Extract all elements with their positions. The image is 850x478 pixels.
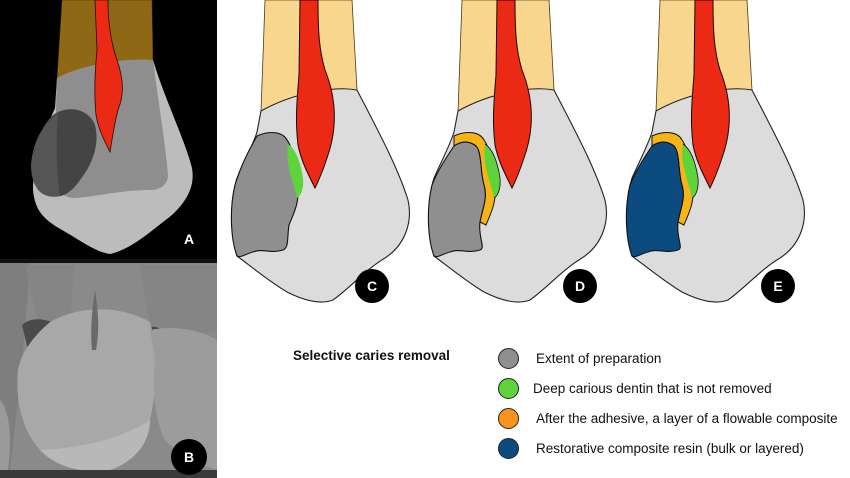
legend-label: Extent of preparation xyxy=(536,350,662,366)
legend-item-restorative-resin: Restorative composite resin (bulk or lay… xyxy=(498,436,804,460)
blue-circle-icon xyxy=(498,437,519,459)
panel-label-e-circle xyxy=(761,269,795,303)
panel-c: C xyxy=(230,0,410,303)
panel-label-c: C xyxy=(367,278,377,294)
panel-label-b: B xyxy=(184,449,194,465)
panel-a: A xyxy=(0,0,217,259)
green-circle-icon xyxy=(498,377,519,399)
panel-e: E xyxy=(625,0,805,303)
panel-b: B xyxy=(0,259,217,478)
legend-label: Deep carious dentin that is not removed xyxy=(533,380,772,396)
legend-item-preparation: Extent of preparation xyxy=(498,346,661,370)
panel-d: D xyxy=(427,0,607,303)
gray-circle-icon xyxy=(498,347,519,369)
legend-item-flowable-composite: After the adhesive, a layer of a flowabl… xyxy=(498,406,838,430)
legend-item-carious-dentin: Deep carious dentin that is not removed xyxy=(498,376,772,400)
panel-label-b-circle xyxy=(171,439,207,475)
legend-title: Selective caries removal xyxy=(293,348,450,363)
panel-label-e: E xyxy=(773,278,782,294)
panel-label-c-circle xyxy=(355,269,389,303)
panel-label-d-circle xyxy=(563,269,597,303)
legend-label: Restorative composite resin (bulk or lay… xyxy=(536,440,804,456)
legend-label: After the adhesive, a layer of a flowabl… xyxy=(536,410,838,426)
panel-label-a: A xyxy=(184,231,194,247)
orange-circle-icon xyxy=(498,407,519,429)
panel-label-d: D xyxy=(575,278,585,294)
